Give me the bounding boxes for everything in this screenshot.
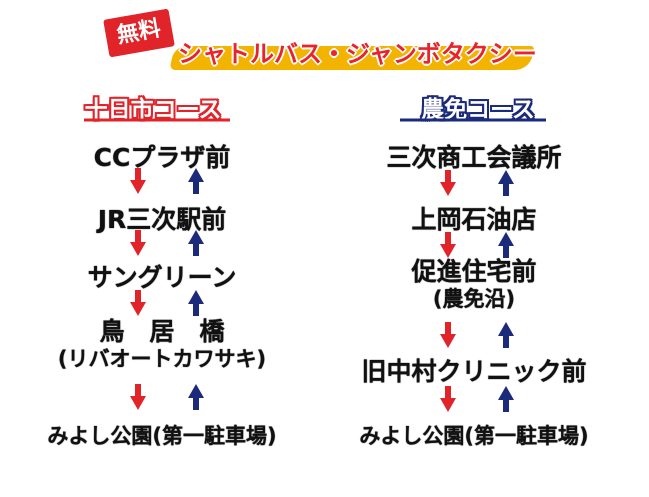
stop-sungreen: サングリーン	[87, 263, 237, 292]
stop-miyoshi-park-nomen: みよし公園(第一駐車場)	[359, 424, 589, 448]
up-arrow-icon	[498, 170, 514, 196]
stop-chamber-of-commerce: 三次商工会議所	[386, 143, 562, 172]
stop-toriibashi-note: (リバオートカワサキ)	[57, 346, 267, 371]
down-arrow-icon	[130, 168, 146, 194]
stop-jr-miyoshi-station: JR三次駅前	[97, 205, 227, 234]
down-arrow-icon	[130, 290, 146, 316]
down-arrow-icon	[440, 170, 456, 196]
stop-sokushin-housing-name: 促進住宅前	[411, 257, 537, 286]
stop-sokushin-housing-note: (農免沿)	[432, 286, 516, 311]
stop-kamioka-oil: 上岡石油店	[411, 205, 537, 234]
title-text: シャトルバス・ジャンボタクシー	[178, 40, 537, 68]
down-arrow-icon	[440, 322, 456, 348]
stop-toriibashi: 鳥 居 橋 (リバオートカワサキ)	[57, 317, 267, 372]
course-underline-nomen	[398, 114, 548, 124]
up-arrow-icon	[498, 232, 514, 258]
stop-toriibashi-name: 鳥 居 橋	[99, 317, 225, 346]
down-arrow-icon	[130, 230, 146, 256]
down-arrow-icon	[440, 386, 456, 412]
up-arrow-icon	[498, 386, 514, 412]
up-arrow-icon	[188, 230, 204, 256]
up-arrow-icon	[188, 168, 204, 194]
up-arrow-icon	[188, 384, 204, 410]
course-underline-tokaichi	[82, 114, 232, 124]
free-badge: 無料	[103, 8, 175, 58]
up-arrow-icon	[498, 322, 514, 348]
stop-sokushin-housing: 促進住宅前 (農免沿)	[411, 257, 537, 312]
down-arrow-icon	[130, 384, 146, 410]
down-arrow-icon	[440, 232, 456, 258]
stop-old-nakamura-clinic: 旧中村クリニック前	[361, 357, 587, 386]
service-title: シャトルバス・ジャンボタクシー	[169, 28, 537, 72]
up-arrow-icon	[188, 290, 204, 316]
stop-miyoshi-park-tokaichi: みよし公園(第一駐車場)	[47, 424, 277, 448]
stop-cc-plaza: CCプラザ前	[93, 143, 231, 172]
